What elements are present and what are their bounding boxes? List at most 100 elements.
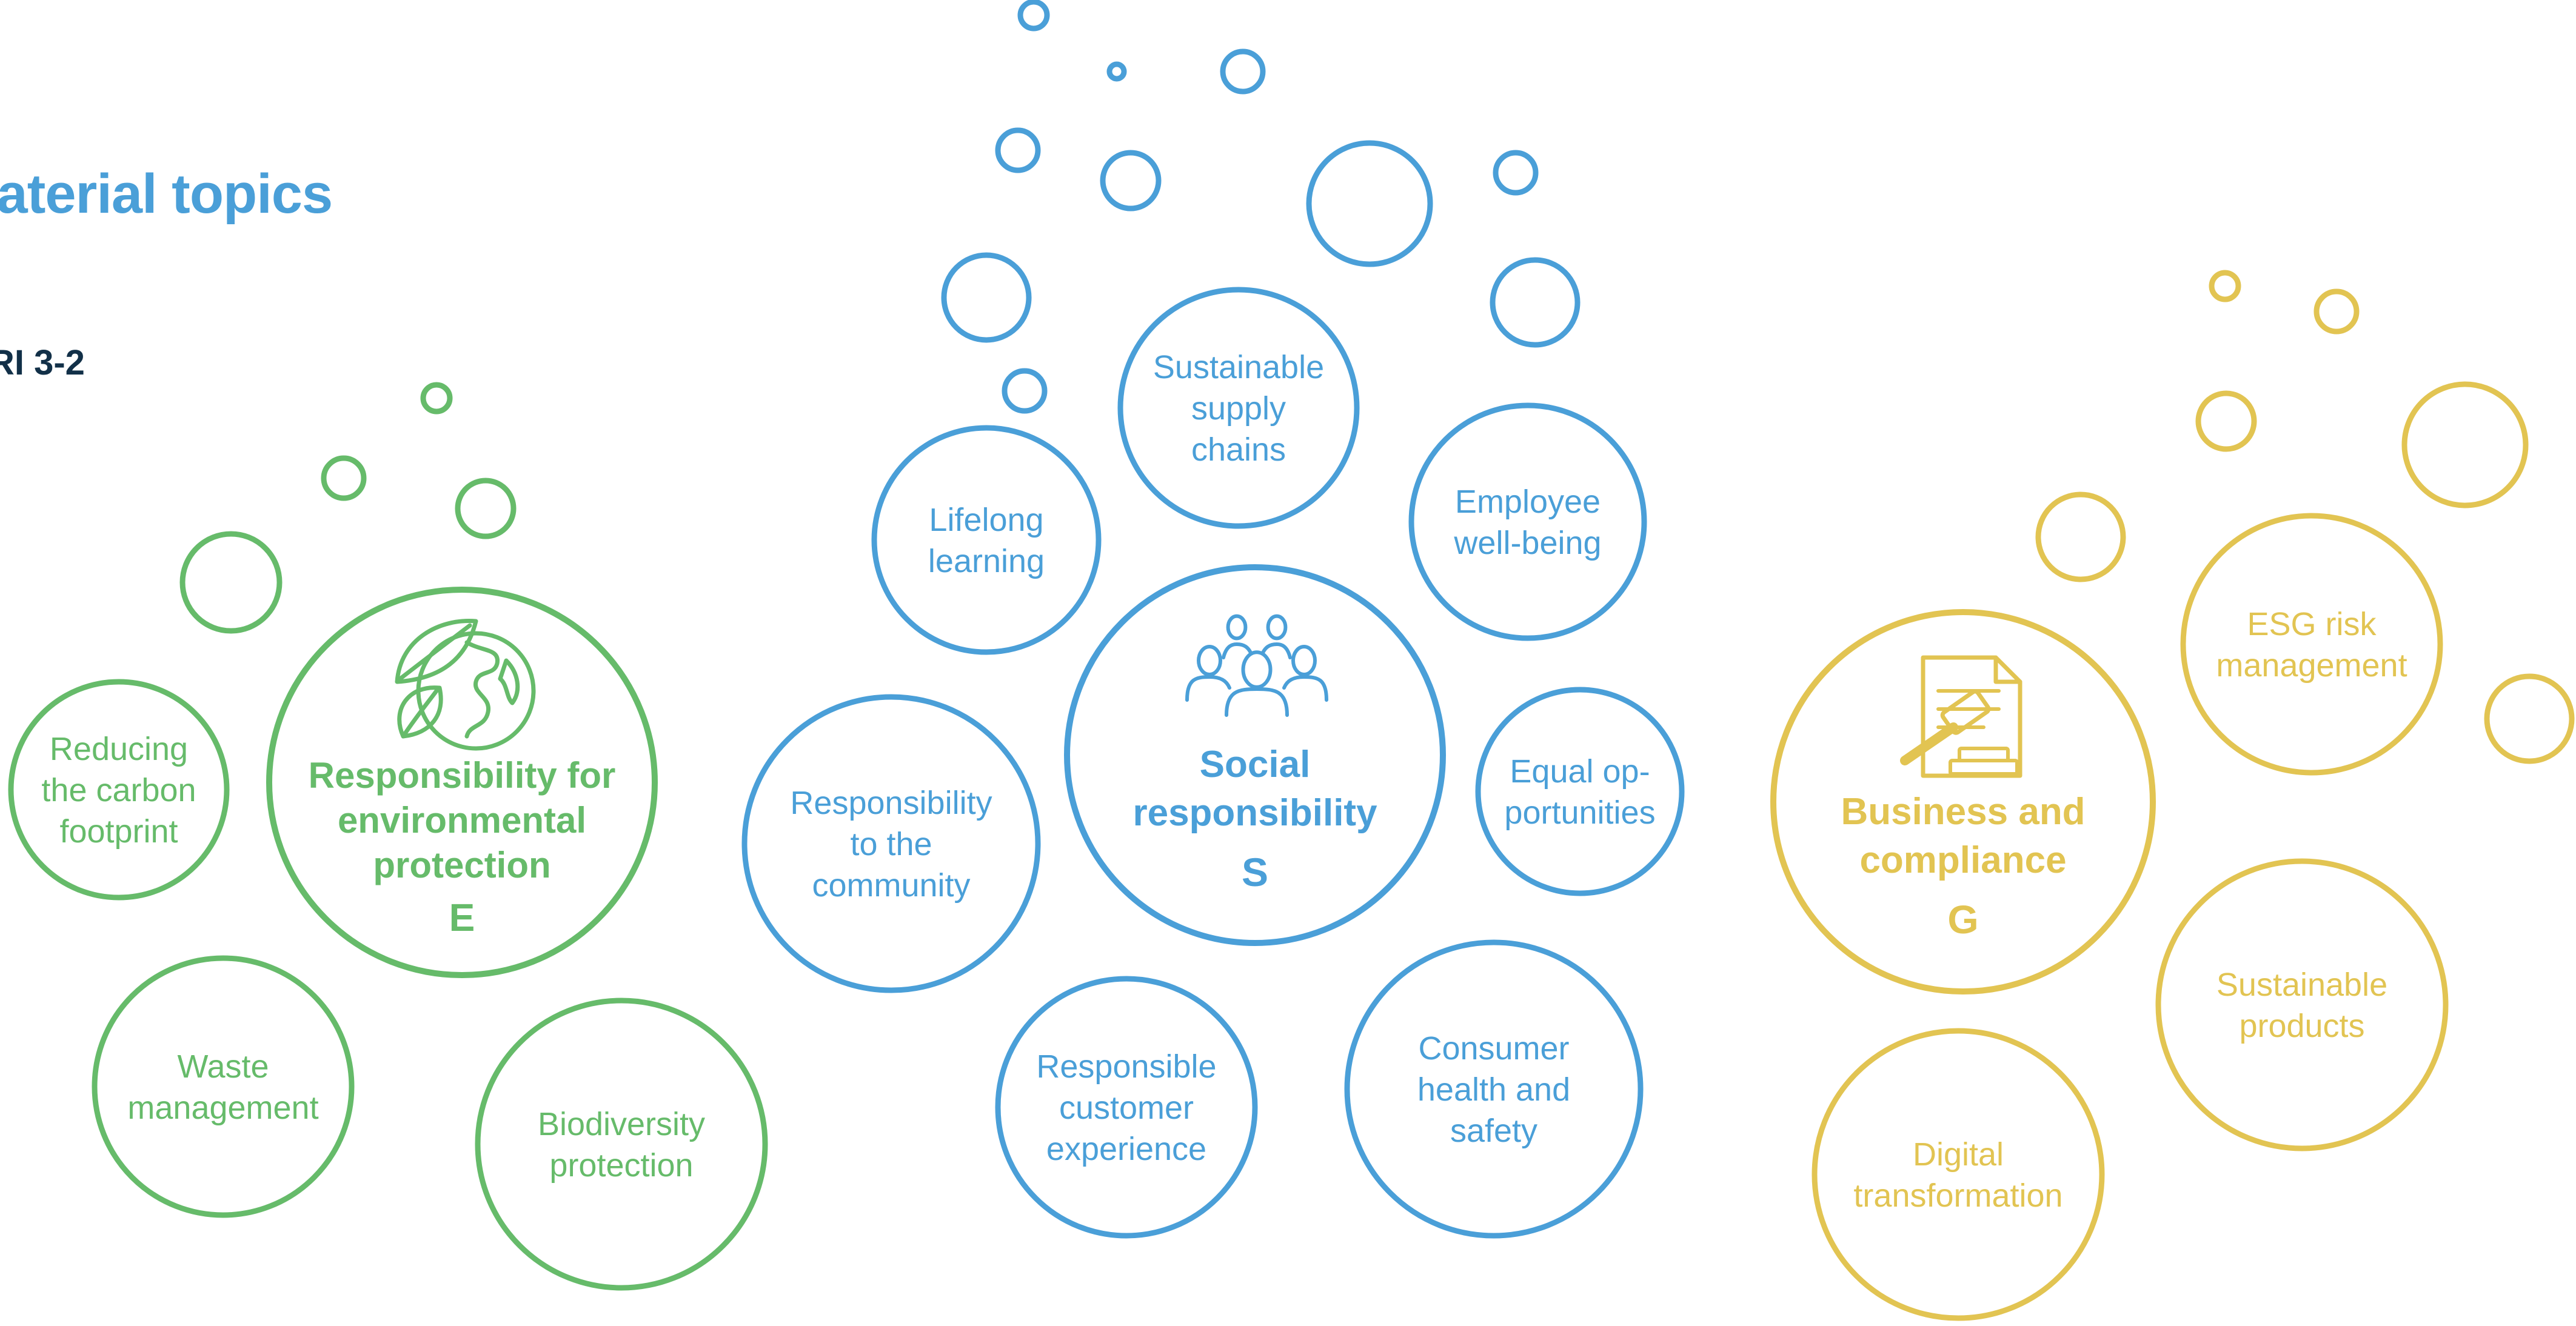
main-label: compliance	[1859, 839, 2066, 881]
topic-label: experience	[1046, 1131, 1206, 1167]
category-icons	[395, 614, 2022, 778]
main-bubble-environmental: Responsibility forenvironmentalprotectio…	[266, 587, 658, 978]
decorative-bubble	[995, 127, 1041, 173]
topic-label: Waste	[177, 1048, 269, 1085]
earth-leaves-icon	[395, 619, 536, 751]
decorative-bubble	[1100, 150, 1162, 212]
topic-label: management	[2216, 647, 2407, 684]
main-circle	[266, 587, 658, 978]
decorative-bubble	[941, 252, 1032, 343]
decorative-bubble	[179, 531, 283, 634]
decorative-bubble	[1490, 257, 1581, 348]
topic-label: Sustainable	[2216, 967, 2387, 1003]
topic-label: community	[812, 867, 970, 904]
main-label: Responsibility for	[309, 755, 616, 796]
topic-label: customer	[1059, 1090, 1194, 1126]
decorative-bubble	[321, 455, 367, 501]
page-title: laterial topics	[0, 163, 333, 225]
topic-bubble-responsible-customer-experience: Responsible customer experience	[995, 976, 1258, 1239]
topic-label: ESG risk	[2247, 606, 2377, 642]
main-circle	[1064, 564, 1446, 946]
topic-label: Reducing	[50, 731, 188, 767]
topic-label: learning	[928, 543, 1045, 579]
topic-circle	[741, 694, 1041, 993]
decorative-bubble	[1220, 48, 1266, 95]
topic-label: chains	[1191, 431, 1286, 468]
topic-label: Lifelong	[929, 502, 1043, 538]
topic-circle	[1117, 287, 1360, 529]
topic-label: products	[2239, 1008, 2364, 1044]
decorative-bubble	[2195, 390, 2257, 452]
topic-label: Responsibility	[790, 785, 992, 821]
topic-circle	[8, 679, 230, 901]
topic-label: to the	[850, 826, 932, 862]
topic-circle	[1408, 402, 1647, 641]
topic-circle	[1344, 939, 1644, 1239]
main-label: Business and	[1841, 791, 2085, 833]
decorative-bubble	[2484, 673, 2575, 764]
main-circle	[1770, 609, 2156, 994]
people-group-icon	[1185, 614, 1328, 717]
decorative-bubble	[1306, 140, 1433, 267]
topic-bubble-equal-opportunities: Equal op-portunities	[1475, 687, 1685, 896]
topic-label: Equal op-	[1510, 753, 1650, 790]
topic-circle	[2180, 513, 2443, 776]
topic-bubble-consumer-health-safety: Consumer health and safety	[1344, 939, 1644, 1239]
topic-label: protection	[549, 1147, 693, 1184]
topic-circle	[995, 976, 1258, 1239]
topic-label: Employee	[1455, 484, 1601, 520]
topic-bubble-reducing-carbon-footprint: Reducing the carbon footprint	[8, 679, 230, 901]
topic-bubble-sustainable-products: Sustainable products	[2155, 858, 2449, 1151]
topic-label: transformation	[1853, 1178, 2062, 1214]
topic-bubble-responsibility-to-community: Responsibility to the community	[741, 694, 1041, 993]
topic-circle	[1475, 687, 1685, 896]
topic-bubble-sustainable-supply-chains: Sustainable supply chains	[1117, 287, 1360, 529]
topic-label: Responsible	[1036, 1048, 1216, 1085]
topic-label: supply	[1191, 390, 1286, 427]
topic-circle	[1812, 1028, 2105, 1321]
decorative-bubble	[2313, 288, 2360, 335]
topic-label: Digital	[1913, 1136, 2004, 1173]
decorative-bubble	[1106, 61, 1127, 82]
topic-bubble-biodiversity-protection: Biodiversity protection	[475, 998, 768, 1291]
main-label: environmental	[338, 800, 586, 841]
decorative-bubble	[2035, 491, 2126, 582]
gavel-document-icon	[1900, 655, 2022, 778]
decorative-bubbles	[179, 0, 2575, 764]
decorative-bubble	[2401, 381, 2529, 508]
topic-label: Consumer	[1418, 1030, 1569, 1067]
topic-label: health and	[1417, 1071, 1570, 1108]
decorative-bubble	[1017, 0, 1050, 32]
decorative-bubble	[2209, 270, 2241, 302]
topic-label: portunities	[1504, 795, 1655, 831]
topic-label: well-being	[1453, 525, 1601, 561]
topic-circle	[871, 425, 1102, 655]
main-label: protection	[373, 845, 550, 885]
topic-label: management	[127, 1090, 318, 1126]
topic-bubble-lifelong-learning: Lifelong learning	[871, 425, 1102, 655]
topic-bubble-digital-transformation: Digital transformation	[1812, 1028, 2105, 1321]
topic-circle	[475, 998, 768, 1291]
esg-letter: G	[1947, 897, 1978, 942]
topic-bubble-waste-management: Waste management	[92, 955, 355, 1218]
topic-bubble-employee-well-being: Employee well-being	[1408, 402, 1647, 641]
topic-label: the carbon	[41, 772, 196, 808]
topic-label: Biodiversity	[538, 1106, 705, 1142]
topic-label: safety	[1450, 1113, 1537, 1149]
decorative-bubble	[1493, 150, 1539, 196]
topic-label: footprint	[59, 813, 178, 850]
esg-letter: E	[449, 896, 475, 939]
decorative-bubble	[455, 478, 517, 539]
main-label: Social	[1200, 744, 1311, 785]
decorative-bubble	[420, 382, 453, 415]
topic-circle	[2155, 858, 2449, 1151]
gri-reference: RI 3-2	[0, 343, 85, 382]
topic-bubble-esg-risk-management: ESG risk management	[2180, 513, 2443, 776]
esg-letter: S	[1242, 850, 1268, 895]
topic-label: Sustainable	[1153, 349, 1324, 385]
